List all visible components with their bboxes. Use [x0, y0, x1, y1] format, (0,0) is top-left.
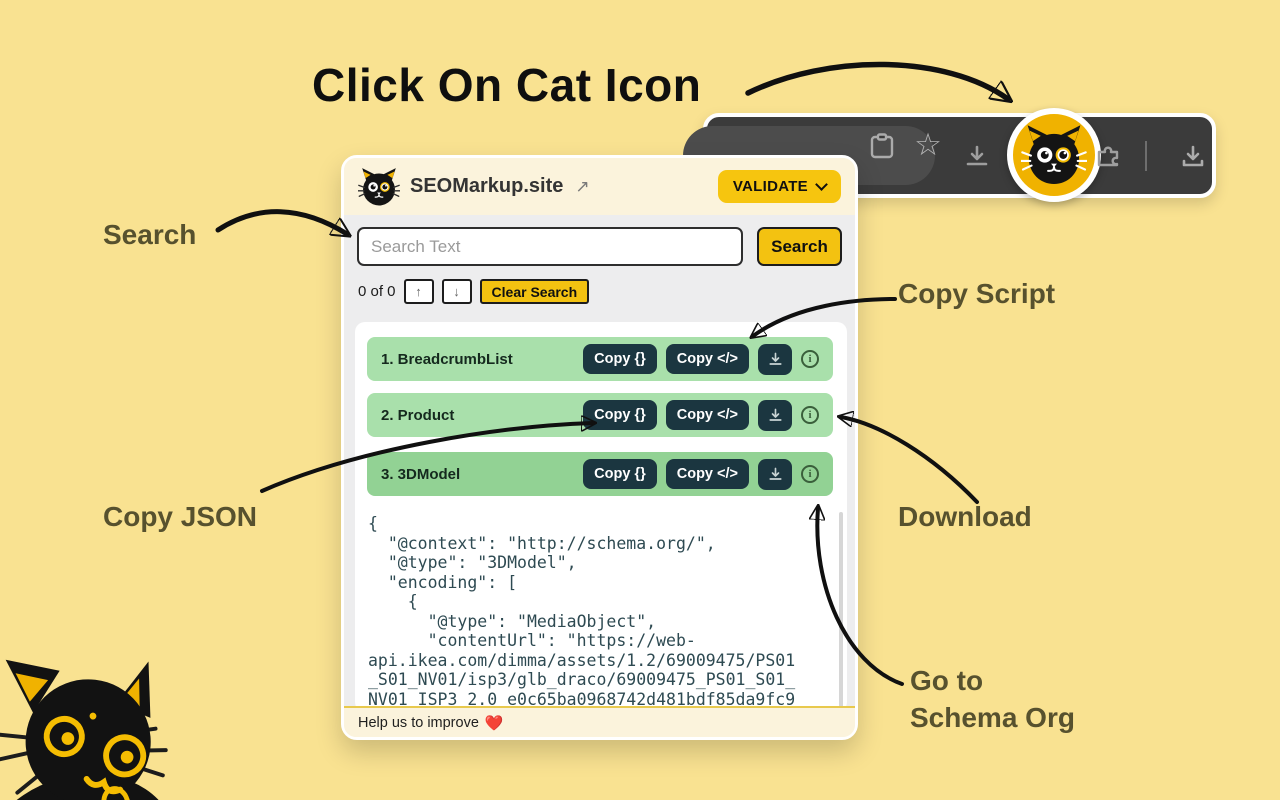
cat-logo-icon: [358, 166, 400, 208]
copy-script-button[interactable]: Copy </>: [665, 344, 749, 374]
search-input[interactable]: [357, 227, 743, 266]
row-actions: Copy {} Copy </> i: [583, 343, 819, 375]
search-button[interactable]: Search: [757, 227, 842, 266]
result-label: 2. Product: [381, 406, 455, 424]
download-button[interactable]: [758, 343, 792, 375]
annotation-search: Search: [103, 219, 197, 250]
popup-header: SEOMarkup.site ↗ VALIDATE: [344, 158, 855, 215]
heart-icon: ❤️: [484, 714, 504, 732]
result-row-3dmodel[interactable]: 3. 3DModel Copy {} Copy </> i: [367, 452, 833, 496]
scrollbar[interactable]: [839, 512, 843, 710]
clear-search-button[interactable]: Clear Search: [479, 279, 590, 304]
clipboard-icon[interactable]: [867, 131, 897, 161]
info-icon[interactable]: i: [801, 465, 819, 483]
download-button[interactable]: [758, 399, 792, 431]
cat-extension-icon[interactable]: [1007, 108, 1101, 202]
page-title: Click On Cat Icon: [312, 59, 702, 111]
site-title: SEOMarkup.site: [410, 175, 564, 197]
next-match-button[interactable]: ↓: [441, 279, 472, 304]
validate-label: VALIDATE: [732, 178, 808, 195]
info-icon[interactable]: i: [801, 350, 819, 368]
annotation-download: Download: [898, 501, 1032, 532]
row-actions: Copy {} Copy </> i: [583, 399, 819, 431]
annotation-go-to-schema-org: Go to Schema Org: [910, 662, 1075, 736]
chevron-down-icon: [815, 178, 828, 191]
info-icon[interactable]: i: [801, 406, 819, 424]
corner-cat-illustration: [0, 659, 176, 800]
arrow-search: [215, 209, 347, 234]
download-icon[interactable]: [963, 143, 991, 171]
arrow-title-to-cat: [745, 61, 1008, 99]
annotation-go-to-line2: Schema Org: [910, 702, 1075, 733]
copy-json-button[interactable]: Copy {}: [583, 459, 657, 489]
row-actions: Copy {} Copy </> i: [583, 458, 819, 490]
results-panel: 1. BreadcrumbList Copy {} Copy </> i 2. …: [355, 322, 847, 712]
annotation-copy-json: Copy JSON: [103, 501, 258, 532]
validate-button[interactable]: VALIDATE: [717, 170, 841, 203]
result-label: 3. 3DModel: [381, 465, 461, 483]
cat-face-icon: [1021, 122, 1087, 188]
copy-script-button[interactable]: Copy </>: [665, 459, 749, 489]
extension-popup: SEOMarkup.site ↗ VALIDATE Search 0 of 0 …: [341, 155, 858, 740]
previous-match-button[interactable]: ↑: [403, 279, 434, 304]
arrow-download: [841, 417, 979, 504]
annotation-copy-script: Copy Script: [898, 278, 1056, 309]
copy-script-button[interactable]: Copy </>: [665, 400, 749, 430]
copy-json-button[interactable]: Copy {}: [583, 400, 657, 430]
download-icon[interactable]: [1179, 143, 1207, 171]
footer-text: Help us to improve: [358, 714, 479, 731]
json-code-block: { "@context": "http://schema.org/", "@ty…: [368, 514, 796, 709]
match-count: 0 of 0: [358, 283, 396, 300]
external-link-icon[interactable]: ↗: [575, 176, 590, 196]
download-button[interactable]: [758, 458, 792, 490]
copy-json-button[interactable]: Copy {}: [583, 344, 657, 374]
result-row-breadcrumblist[interactable]: 1. BreadcrumbList Copy {} Copy </> i: [367, 337, 833, 381]
result-label: 1. BreadcrumbList: [381, 350, 513, 368]
match-row: 0 of 0 ↑ ↓ Clear Search: [358, 279, 590, 304]
annotation-go-to-line1: Go to: [910, 665, 984, 696]
star-icon[interactable]: ☆: [914, 127, 942, 162]
popup-footer[interactable]: Help us to improve ❤️: [344, 706, 855, 737]
result-row-product[interactable]: 2. Product Copy {} Copy </> i: [367, 393, 833, 437]
puzzle-icon[interactable]: [1093, 142, 1123, 172]
toolbar-divider: [1145, 141, 1147, 171]
